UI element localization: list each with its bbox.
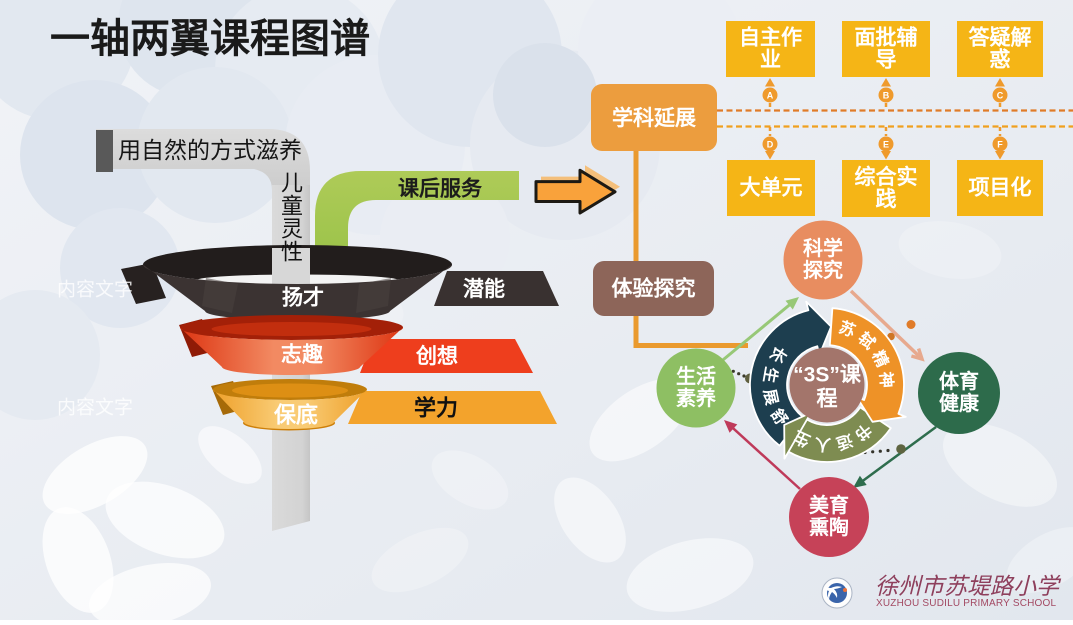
svg-text:熏陶: 熏陶 (809, 515, 849, 539)
svg-text:儿: 儿 (281, 171, 303, 196)
svg-text:课后服务: 课后服务 (398, 177, 483, 201)
svg-text:A: A (767, 91, 774, 101)
svg-text:XUZHOU SUDILU PRIMARY SCHOOL: XUZHOU SUDILU PRIMARY SCHOOL (876, 598, 1057, 609)
svg-text:健康: 健康 (939, 391, 980, 415)
svg-text:科学: 科学 (803, 236, 843, 260)
svg-text:综合实: 综合实 (855, 165, 918, 189)
svg-text:徐州市苏堤路小学: 徐州市苏堤路小学 (875, 573, 1062, 599)
svg-text:神: 神 (876, 371, 896, 389)
svg-text:体验探究: 体验探究 (612, 277, 696, 301)
svg-text:大单元: 大单元 (740, 176, 803, 200)
svg-text:F: F (997, 140, 1003, 150)
svg-text:践: 践 (876, 188, 897, 211)
svg-text:童: 童 (281, 194, 303, 219)
svg-text:体育: 体育 (939, 369, 979, 393)
svg-text:人: 人 (813, 434, 831, 453)
svg-text:导: 导 (876, 49, 897, 72)
svg-text:志趣: 志趣 (281, 343, 324, 367)
svg-text:精: 精 (868, 348, 892, 371)
svg-text:“3S”课: “3S”课 (793, 364, 862, 387)
svg-text:程: 程 (817, 388, 838, 411)
svg-text:学科延展: 学科延展 (612, 106, 696, 130)
svg-text:保底: 保底 (273, 403, 318, 428)
svg-text:一轴两翼课程图谱: 一轴两翼课程图谱 (50, 17, 370, 61)
svg-text:用自然的方式滋养: 用自然的方式滋养 (118, 137, 302, 163)
svg-text:探究: 探究 (803, 258, 843, 282)
svg-text:C: C (997, 91, 1004, 101)
svg-text:扬才: 扬才 (282, 287, 324, 310)
svg-text:生活: 生活 (676, 365, 716, 388)
svg-text:性: 性 (281, 240, 303, 265)
svg-text:E: E (883, 140, 889, 150)
svg-text:惑: 惑 (990, 48, 1011, 72)
svg-text:答疑解: 答疑解 (969, 26, 1032, 50)
svg-text:D: D (767, 140, 774, 150)
svg-text:业: 业 (760, 49, 781, 72)
svg-text:B: B (883, 91, 890, 101)
svg-text:生: 生 (760, 365, 781, 384)
svg-text:自主作: 自主作 (739, 26, 802, 50)
svg-text:展: 展 (760, 387, 781, 407)
svg-text:面批辅: 面批辅 (855, 26, 918, 50)
svg-text:内容文字: 内容文字 (57, 279, 133, 301)
svg-text:生: 生 (791, 427, 814, 451)
svg-text:项目化: 项目化 (969, 176, 1032, 200)
svg-text:灵: 灵 (281, 217, 303, 242)
svg-text:学力: 学力 (414, 396, 458, 421)
svg-text:潜能: 潜能 (463, 277, 505, 301)
svg-text:创想: 创想 (415, 344, 458, 368)
svg-text:内容文字: 内容文字 (57, 397, 133, 419)
svg-text:苏: 苏 (837, 317, 859, 340)
svg-text:适: 适 (834, 430, 855, 452)
svg-text:素养: 素养 (676, 386, 716, 410)
svg-text:美育: 美育 (809, 493, 849, 517)
